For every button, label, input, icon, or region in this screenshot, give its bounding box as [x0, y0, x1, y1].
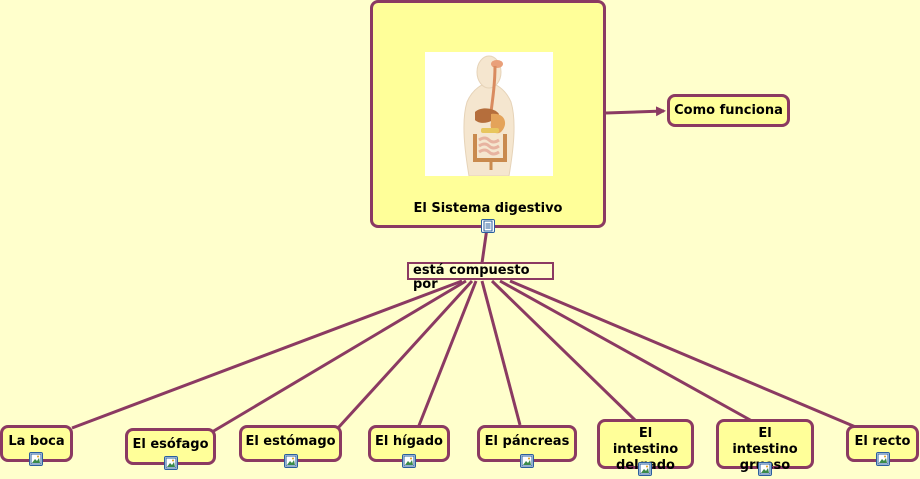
part-label: La boca — [8, 434, 64, 450]
central-concept-label: El Sistema digestivo — [373, 201, 603, 217]
part-label: El hígado — [375, 434, 443, 450]
image-icon[interactable] — [876, 452, 890, 466]
link-phrase-to-part — [510, 281, 858, 428]
image-icon[interactable] — [164, 456, 178, 470]
image-icon[interactable] — [402, 454, 416, 468]
part-label: El páncreas — [485, 434, 570, 450]
part-label: El recto — [855, 434, 911, 450]
linking-phrase[interactable]: está compuesto por — [407, 262, 554, 280]
como-funciona-node[interactable]: Como funciona — [667, 94, 790, 127]
image-icon[interactable] — [758, 462, 772, 476]
image-icon[interactable] — [284, 454, 298, 468]
como-funciona-label: Como funciona — [674, 103, 783, 119]
image-icon[interactable] — [638, 462, 652, 476]
digestive-system-image — [425, 52, 553, 176]
link-central-to-como-funciona — [606, 111, 664, 113]
image-icon[interactable] — [520, 454, 534, 468]
central-concept-node[interactable]: El Sistema digestivo — [370, 0, 606, 228]
image-icon[interactable] — [29, 452, 43, 466]
document-icon[interactable] — [481, 219, 495, 233]
link-central-to-phrase — [482, 228, 487, 263]
link-phrase-to-part — [500, 281, 752, 421]
part-label: El estómago — [245, 434, 335, 450]
part-label: El esófago — [132, 437, 208, 453]
link-phrase-to-part — [212, 281, 466, 432]
